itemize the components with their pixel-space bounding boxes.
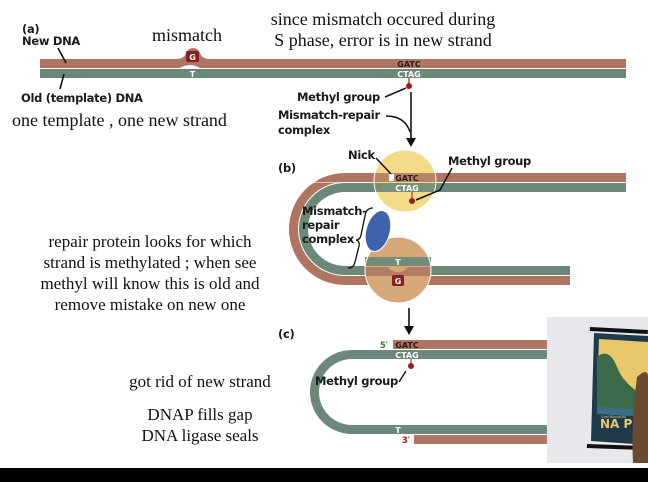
panel-b-g: G: [395, 277, 402, 286]
panel-b-methyl-label: Methyl group: [448, 154, 531, 168]
panel-b-complex-label-1: Mismatch-: [302, 204, 367, 218]
repair-note-1: repair protein looks for which: [48, 232, 252, 251]
panel-b: GATC CTAG T G: [289, 149, 626, 335]
panel-a-mismatch-t: T: [190, 70, 196, 79]
panel-b-t: T: [395, 258, 401, 267]
three-prime-label: 3′: [402, 436, 411, 446]
panel-a-methyl-icon: [406, 83, 412, 89]
old-dna-label: Old (template) DNA: [21, 91, 143, 105]
panel-c-gatc: GATC: [395, 341, 419, 350]
s-phase-note-1: since mismatch occured during: [270, 9, 496, 29]
panel-c-template-strand: [310, 350, 548, 434]
webcam-overlay: NA P Visit Beautiful: [547, 317, 648, 463]
panel-a-template-strand: [40, 69, 626, 78]
panel-b-gatc: GATC: [395, 174, 419, 183]
panel-c-new-strand-top: [393, 340, 548, 349]
arrow-down-icon: [406, 138, 416, 147]
panel-a-complex-label-1: Mismatch-repair: [278, 108, 380, 122]
complex-brace: [347, 207, 374, 269]
panel-a-complex-label-2: complex: [278, 123, 330, 137]
panel-c-label: (c): [278, 327, 295, 341]
bottom-black-bar: [0, 468, 648, 482]
mismatch-note: mismatch: [152, 25, 222, 45]
panel-a-gatc: GATC: [397, 60, 421, 69]
old-dna-pointer: [59, 73, 65, 90]
panel-b-template-strand: [299, 183, 626, 275]
panel-a-methyl-label: Methyl group: [297, 90, 380, 104]
panel-b-ctag: CTAG: [395, 184, 418, 193]
panel-c-t: T: [395, 426, 401, 435]
new-dna-pointer: [57, 47, 67, 64]
panel-b-label: (b): [278, 161, 296, 175]
panel-c-new-strand-bottom: [414, 435, 548, 444]
panel-b-complex-label-2: repair: [302, 218, 340, 232]
repair-note-4: remove mistake on new one: [54, 295, 246, 314]
repair-note-2: strand is methylated ; when see: [43, 253, 257, 272]
s-phase-note-2: S phase, error is in new strand: [274, 30, 492, 50]
panel-c: GATC CTAG 5′ 3′ T: [310, 340, 548, 446]
panel-a-ctag: CTAG: [397, 70, 420, 79]
panel-c-methyl-icon: [408, 363, 414, 369]
muth-protein: [365, 237, 431, 303]
template-note: one template , one new strand: [12, 110, 227, 130]
panel-b-new-strand: [289, 173, 626, 285]
got-rid-note: got rid of new strand: [129, 372, 271, 391]
panel-a-label: (a): [22, 22, 40, 36]
five-prime-label: 5′: [380, 341, 389, 351]
mutl-protein: [364, 209, 392, 253]
webcam-scene: NA P Visit Beautiful: [547, 317, 648, 463]
arrow-down-icon-2: [404, 326, 414, 335]
ligase-note: DNA ligase seals: [141, 426, 259, 445]
panel-a-mismatch-g: G: [189, 53, 196, 62]
panel-a: G T GATC CTAG: [40, 47, 626, 147]
panel-b-methyl-icon: [409, 198, 415, 204]
poster-subtext: Visit Beautiful: [601, 415, 626, 419]
panel-c-methyl-label: Methyl group: [315, 374, 398, 388]
poster-text: NA P: [600, 417, 633, 431]
new-dna-label: New DNA: [22, 34, 81, 48]
nick-label: Nick: [348, 148, 375, 162]
panel-b-complex-label-3: complex: [302, 232, 354, 246]
panel-c-ctag: CTAG: [395, 351, 418, 360]
repair-note-3: methyl will know this is old and: [40, 274, 260, 293]
person-hair: [632, 372, 648, 463]
nick-mark: [389, 174, 394, 181]
dnap-note: DNAP fills gap: [147, 405, 253, 424]
panel-a-new-strand: [40, 48, 626, 68]
